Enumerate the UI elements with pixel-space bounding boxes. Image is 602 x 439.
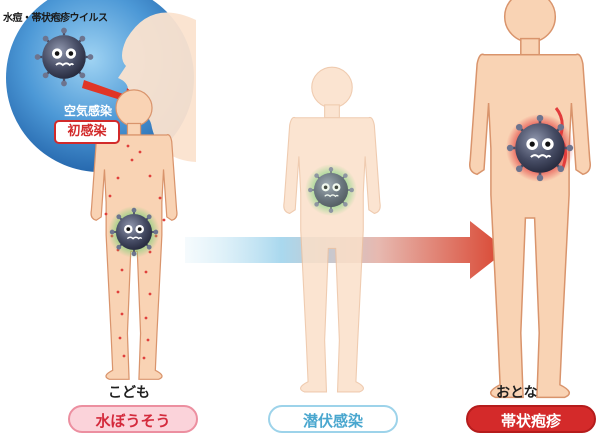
adult-label: おとな: [496, 382, 538, 402]
stage-shingles-badge: 帯状疱疹: [466, 405, 596, 433]
stage-latent-badge: 潜伏感染: [268, 405, 398, 433]
first-infection-badge: 初感染: [54, 120, 120, 144]
latent-person: [284, 67, 380, 392]
stage-chickenpox-badge: 水ぼうそう: [68, 405, 198, 433]
adult-figure: [470, 0, 591, 397]
infection-route-label: 空気感染: [64, 102, 112, 119]
child-label: こども: [108, 382, 150, 402]
virus-name: 水痘・帯状疱疹ウイルス: [3, 9, 108, 24]
